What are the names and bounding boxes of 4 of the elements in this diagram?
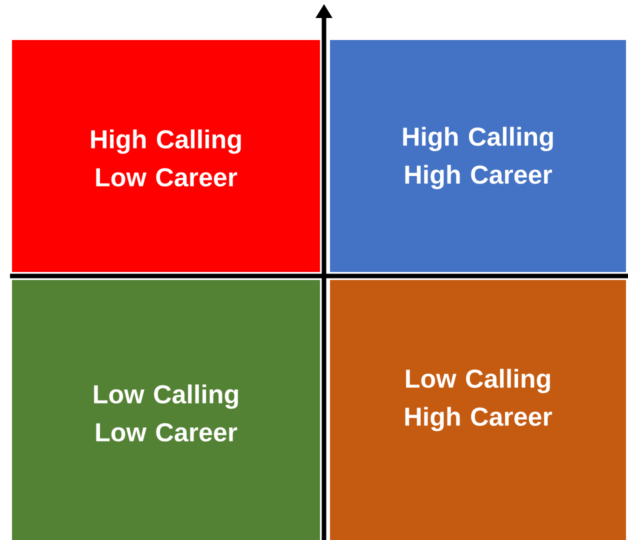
quadrant-box: Low Calling High Career	[330, 280, 626, 540]
quadrant-box: Low Calling Low Career	[12, 280, 320, 540]
quadrant-box: High Calling High Career	[330, 40, 626, 272]
quadrant-box: High Calling Low Career	[12, 40, 320, 272]
